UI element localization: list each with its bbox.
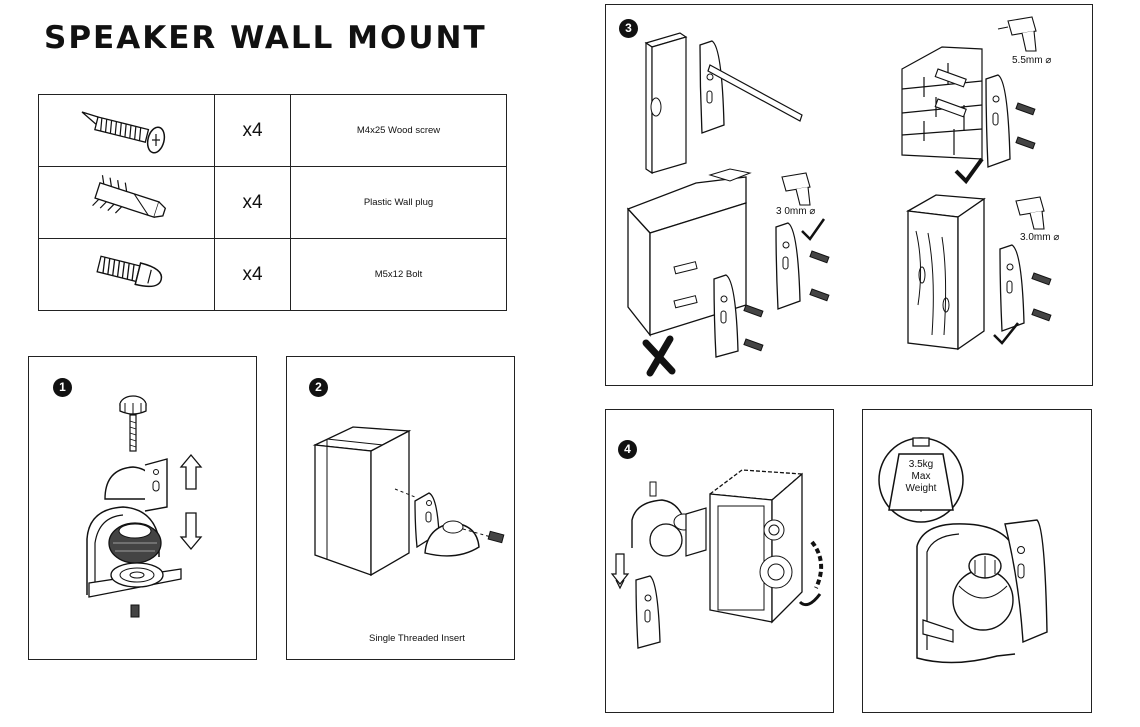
part-description: M5x12 Bolt <box>290 238 507 311</box>
weight-line2: Max <box>911 471 931 482</box>
part-description: M4x25 Wood screw <box>290 94 507 167</box>
wood-screw-icon <box>38 94 215 167</box>
step-3-panel: 3 <box>605 4 1093 386</box>
step-1-panel: 1 <box>28 356 257 660</box>
table-row: x4 M4x25 Wood screw <box>38 94 507 167</box>
step-1-badge: 1 <box>53 378 72 397</box>
max-weight-panel: 3.5kg Max Weight <box>862 409 1092 713</box>
page-title: SPEAKER WALL MOUNT <box>44 20 487 56</box>
step-2-panel: 2 Single Threaded Insert <box>286 356 515 660</box>
max-weight-illustration <box>878 437 1048 664</box>
quantity: x4 <box>214 166 291 239</box>
max-weight-label: 3.5kg Max Weight <box>893 459 949 495</box>
bolt-icon <box>38 238 215 311</box>
drill-size-brick: 5.5mm ⌀ <box>1012 55 1052 66</box>
quantity: x4 <box>214 94 291 167</box>
step-3-illustration <box>626 16 1052 377</box>
quantity: x4 <box>214 238 291 311</box>
weight-line3: Weight <box>905 483 937 494</box>
step-4-panel: 4 <box>605 409 834 713</box>
parts-table: x4 M4x25 Wood screw x4 Plastic Wall plug <box>38 94 507 311</box>
table-row: x4 Plastic Wall plug <box>38 166 507 239</box>
wall-plug-icon <box>38 166 215 239</box>
step-1-illustration <box>86 395 203 618</box>
step-4-illustration <box>610 469 824 649</box>
step-3-badge: 3 <box>619 19 638 38</box>
table-row: x4 M5x12 Bolt <box>38 238 507 311</box>
step-2-illustration <box>312 426 505 577</box>
drill-size-wood: 3.0mm ⌀ <box>1020 232 1060 243</box>
part-description: Plastic Wall plug <box>290 166 507 239</box>
step-4-badge: 4 <box>618 440 637 459</box>
step-2-badge: 2 <box>309 378 328 397</box>
drill-size-panel: 3 0mm ⌀ <box>776 206 816 217</box>
step-2-caption: Single Threaded Insert <box>369 633 465 644</box>
weight-value: 3.5kg <box>908 459 934 470</box>
